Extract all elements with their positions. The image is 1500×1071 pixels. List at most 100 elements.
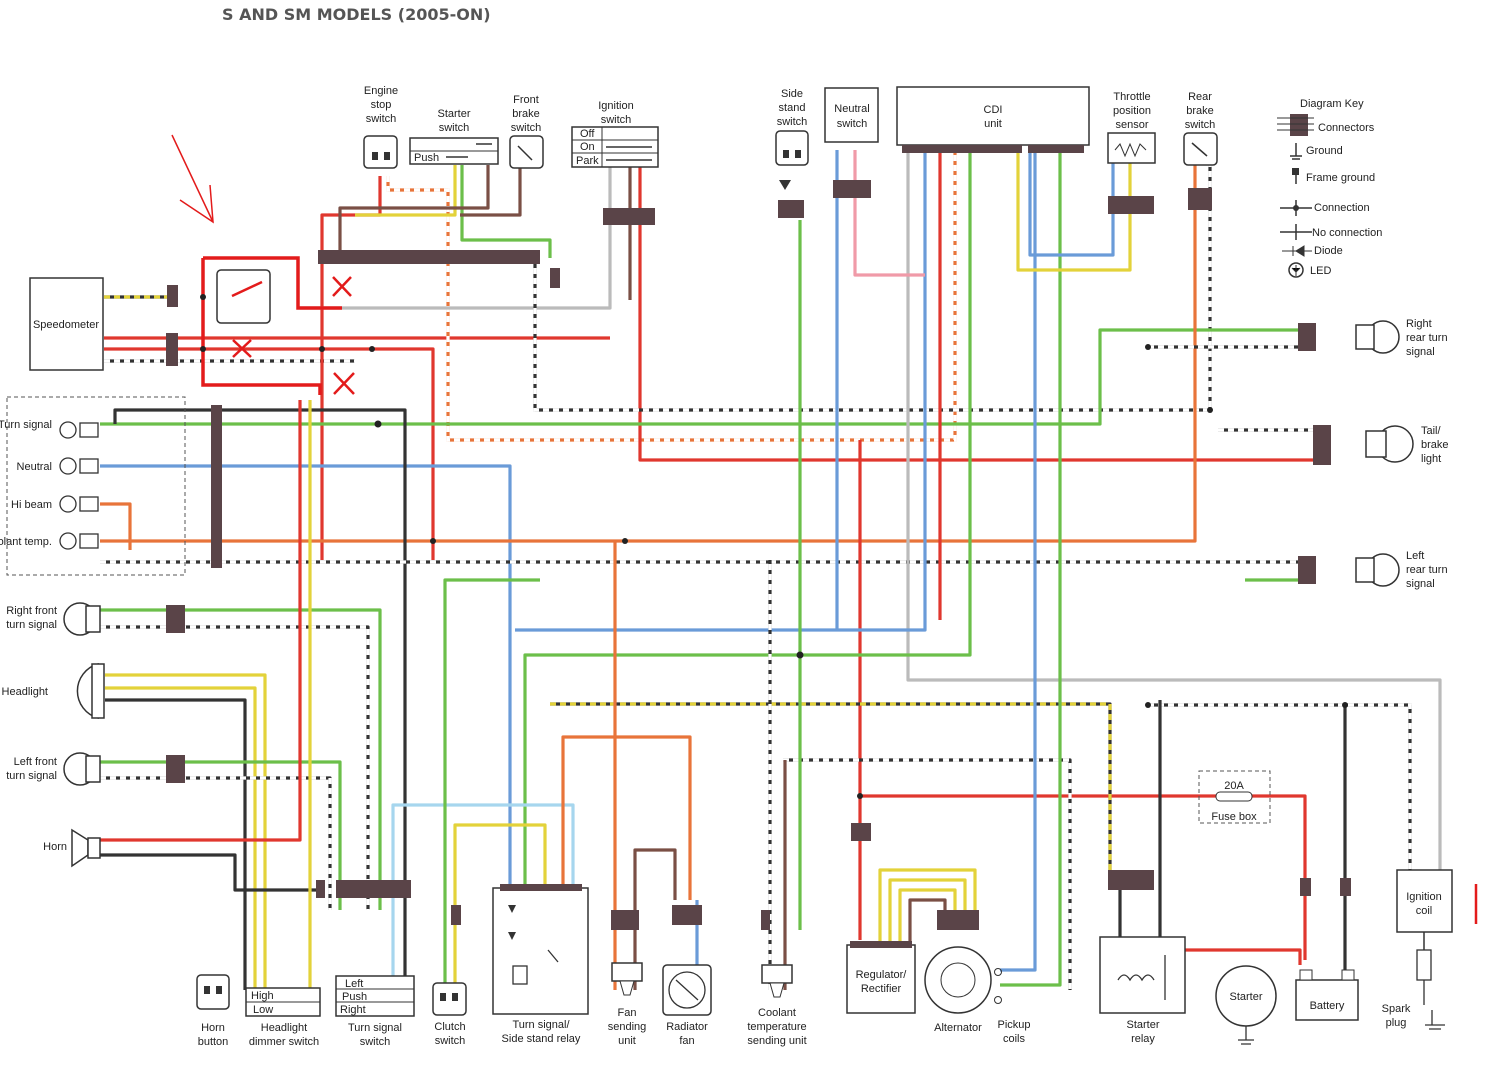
rear-brake-switch: Rear brake switch: [1183, 91, 1218, 166]
svg-text:Hi beam: Hi beam: [11, 499, 52, 511]
svg-text:Ignition: Ignition: [598, 100, 633, 112]
left-front-turn-signal: Left front turn signal: [6, 752, 101, 786]
svg-text:switch: switch: [837, 118, 868, 130]
svg-text:20A: 20A: [1224, 780, 1244, 792]
svg-text:coil: coil: [1416, 905, 1433, 917]
svg-text:stop: stop: [371, 99, 392, 111]
svg-text:Front: Front: [513, 94, 539, 106]
svg-text:relay: relay: [1131, 1033, 1155, 1045]
svg-text:Engine coolant temp.: Engine coolant temp.: [0, 536, 52, 548]
connectors: [166, 180, 1351, 930]
svg-text:Battery: Battery: [1310, 1000, 1345, 1012]
svg-text:Connectors: Connectors: [1318, 122, 1375, 134]
diagram-key: Diagram Key Connectors Ground Frame grou…: [1277, 98, 1382, 278]
svg-text:brake: brake: [1186, 105, 1214, 117]
svg-text:Rear: Rear: [1188, 91, 1212, 103]
turn-signal-switch: Left Push Right Turn signal switch: [335, 975, 415, 1048]
starter-relay: Starter relay: [1099, 936, 1186, 1045]
pickup-coils: Pickup coils: [994, 968, 1031, 1045]
svg-text:Right front: Right front: [6, 605, 57, 617]
horn: Horn: [43, 828, 101, 868]
svg-text:plug: plug: [1386, 1017, 1407, 1029]
svg-text:Pickup: Pickup: [997, 1019, 1030, 1031]
svg-text:Left front: Left front: [14, 756, 57, 768]
svg-text:Alternator: Alternator: [934, 1022, 982, 1034]
svg-text:switch: switch: [777, 116, 808, 128]
svg-text:Turn signal: Turn signal: [348, 1022, 402, 1034]
svg-text:On: On: [580, 141, 595, 153]
svg-text:sensor: sensor: [1115, 119, 1148, 131]
svg-text:Neutral: Neutral: [17, 461, 52, 473]
svg-text:Horn: Horn: [201, 1022, 225, 1034]
svg-text:Ground: Ground: [1306, 145, 1343, 157]
svg-text:Right: Right: [1406, 318, 1432, 330]
coolant-temperature-sending-unit: Coolant temperature sending unit: [747, 964, 807, 1047]
svg-text:temperature: temperature: [747, 1021, 806, 1033]
svg-text:Clutch: Clutch: [434, 1021, 465, 1033]
svg-text:signal: signal: [1406, 346, 1435, 358]
svg-text:Engine: Engine: [364, 85, 398, 97]
alternator: Alternator: [924, 946, 992, 1034]
right-rear-turn-signal: Right rear turn signal: [1355, 318, 1448, 358]
svg-text:Side: Side: [781, 88, 803, 100]
svg-text:brake: brake: [512, 108, 540, 120]
indicator-panel: Turn signal Neutral Hi beam Engine coola…: [0, 396, 186, 576]
svg-text:Left: Left: [1406, 550, 1424, 562]
side-stand-switch: Side stand switch: [775, 88, 809, 190]
svg-text:unit: unit: [984, 118, 1002, 130]
svg-text:switch: switch: [511, 122, 542, 134]
junctions: [319, 344, 1348, 799]
svg-text:switch: switch: [366, 113, 397, 125]
svg-text:Spark: Spark: [1382, 1003, 1411, 1015]
svg-text:Low: Low: [253, 1004, 273, 1016]
clutch-switch: Clutch switch: [432, 982, 467, 1047]
svg-text:turn signal: turn signal: [6, 619, 57, 631]
svg-text:switch: switch: [435, 1035, 466, 1047]
svg-text:switch: switch: [360, 1036, 391, 1048]
fan-sending-unit: Fan sending unit: [608, 962, 646, 1047]
left-rear-turn-signal: Left rear turn signal: [1355, 550, 1448, 590]
right-front-turn-signal: Right front turn signal: [6, 602, 101, 636]
headlight: Headlight: [2, 663, 105, 719]
radiator-fan: Radiator fan: [662, 964, 712, 1047]
svg-text:High: High: [251, 990, 274, 1002]
annotation-markup: [171, 134, 1478, 924]
wires: [100, 150, 1442, 1000]
svg-text:Starter: Starter: [437, 108, 470, 120]
ignition-switch: Ignition switch Off On Park: [571, 100, 659, 168]
svg-text:switch: switch: [439, 122, 470, 134]
tail-brake-light: Tail/ brake light: [1365, 425, 1449, 465]
svg-text:sending unit: sending unit: [747, 1035, 806, 1047]
svg-text:Turn signal/: Turn signal/: [512, 1019, 570, 1031]
engine-stop-switch: Engine stop switch: [363, 85, 398, 169]
svg-text:brake: brake: [1421, 439, 1449, 451]
svg-text:Park: Park: [576, 155, 599, 167]
regulator-rectifier: Regulator/ Rectifier: [846, 941, 916, 1014]
horn-button: Horn button: [196, 974, 230, 1048]
svg-text:stand: stand: [779, 102, 806, 114]
spark-plug: Spark plug: [1382, 932, 1445, 1030]
svg-text:switch: switch: [601, 114, 632, 126]
svg-text:Regulator/: Regulator/: [856, 969, 908, 981]
svg-text:Connection: Connection: [1314, 202, 1370, 214]
svg-text:Diode: Diode: [1314, 245, 1343, 257]
svg-text:Left: Left: [345, 978, 363, 990]
svg-text:Horn: Horn: [43, 841, 67, 853]
svg-text:LED: LED: [1310, 265, 1331, 277]
svg-text:light: light: [1421, 453, 1441, 465]
svg-text:Tail/: Tail/: [1421, 425, 1442, 437]
diagram-title: S AND SM MODELS (2005-ON): [222, 5, 491, 24]
throttle-position-sensor: Throttle position sensor: [1107, 91, 1156, 164]
battery: Battery: [1295, 969, 1359, 1021]
neutral-switch: Neutral switch: [824, 87, 879, 143]
svg-text:Starter: Starter: [1229, 991, 1262, 1003]
svg-text:Radiator: Radiator: [666, 1021, 708, 1033]
svg-text:fan: fan: [679, 1035, 694, 1047]
svg-text:Rectifier: Rectifier: [861, 983, 902, 995]
svg-text:Push: Push: [414, 152, 439, 164]
svg-text:turn signal: turn signal: [6, 770, 57, 782]
ignition-coil: Ignition coil: [1396, 869, 1453, 933]
svg-text:Off: Off: [580, 128, 595, 140]
speedometer-label: Speedometer: [33, 319, 99, 331]
